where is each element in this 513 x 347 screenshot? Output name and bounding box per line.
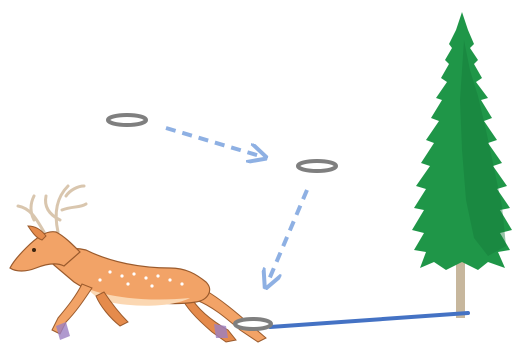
deer-head xyxy=(9,231,81,272)
deer-spots xyxy=(98,270,184,288)
running-deer xyxy=(9,184,267,343)
arrow-first-move xyxy=(165,126,260,156)
deer-eye xyxy=(32,248,36,252)
tree-foliage xyxy=(412,12,512,270)
tree-trunk xyxy=(456,262,465,318)
arrow-second-move xyxy=(268,189,309,282)
ring-end xyxy=(233,317,273,331)
deer-belly xyxy=(86,288,190,306)
deer-front-leg xyxy=(51,283,93,335)
deer-ear xyxy=(27,225,47,241)
deer-front-leg-2 xyxy=(95,291,129,327)
pine-tree xyxy=(412,12,512,318)
deer-leg-shadow xyxy=(56,322,228,340)
deer-antlers xyxy=(16,184,88,234)
ring-start xyxy=(106,113,148,127)
ring-middle xyxy=(296,159,338,173)
tree-foliage-shade xyxy=(460,40,506,256)
rope-to-tree xyxy=(268,311,470,329)
